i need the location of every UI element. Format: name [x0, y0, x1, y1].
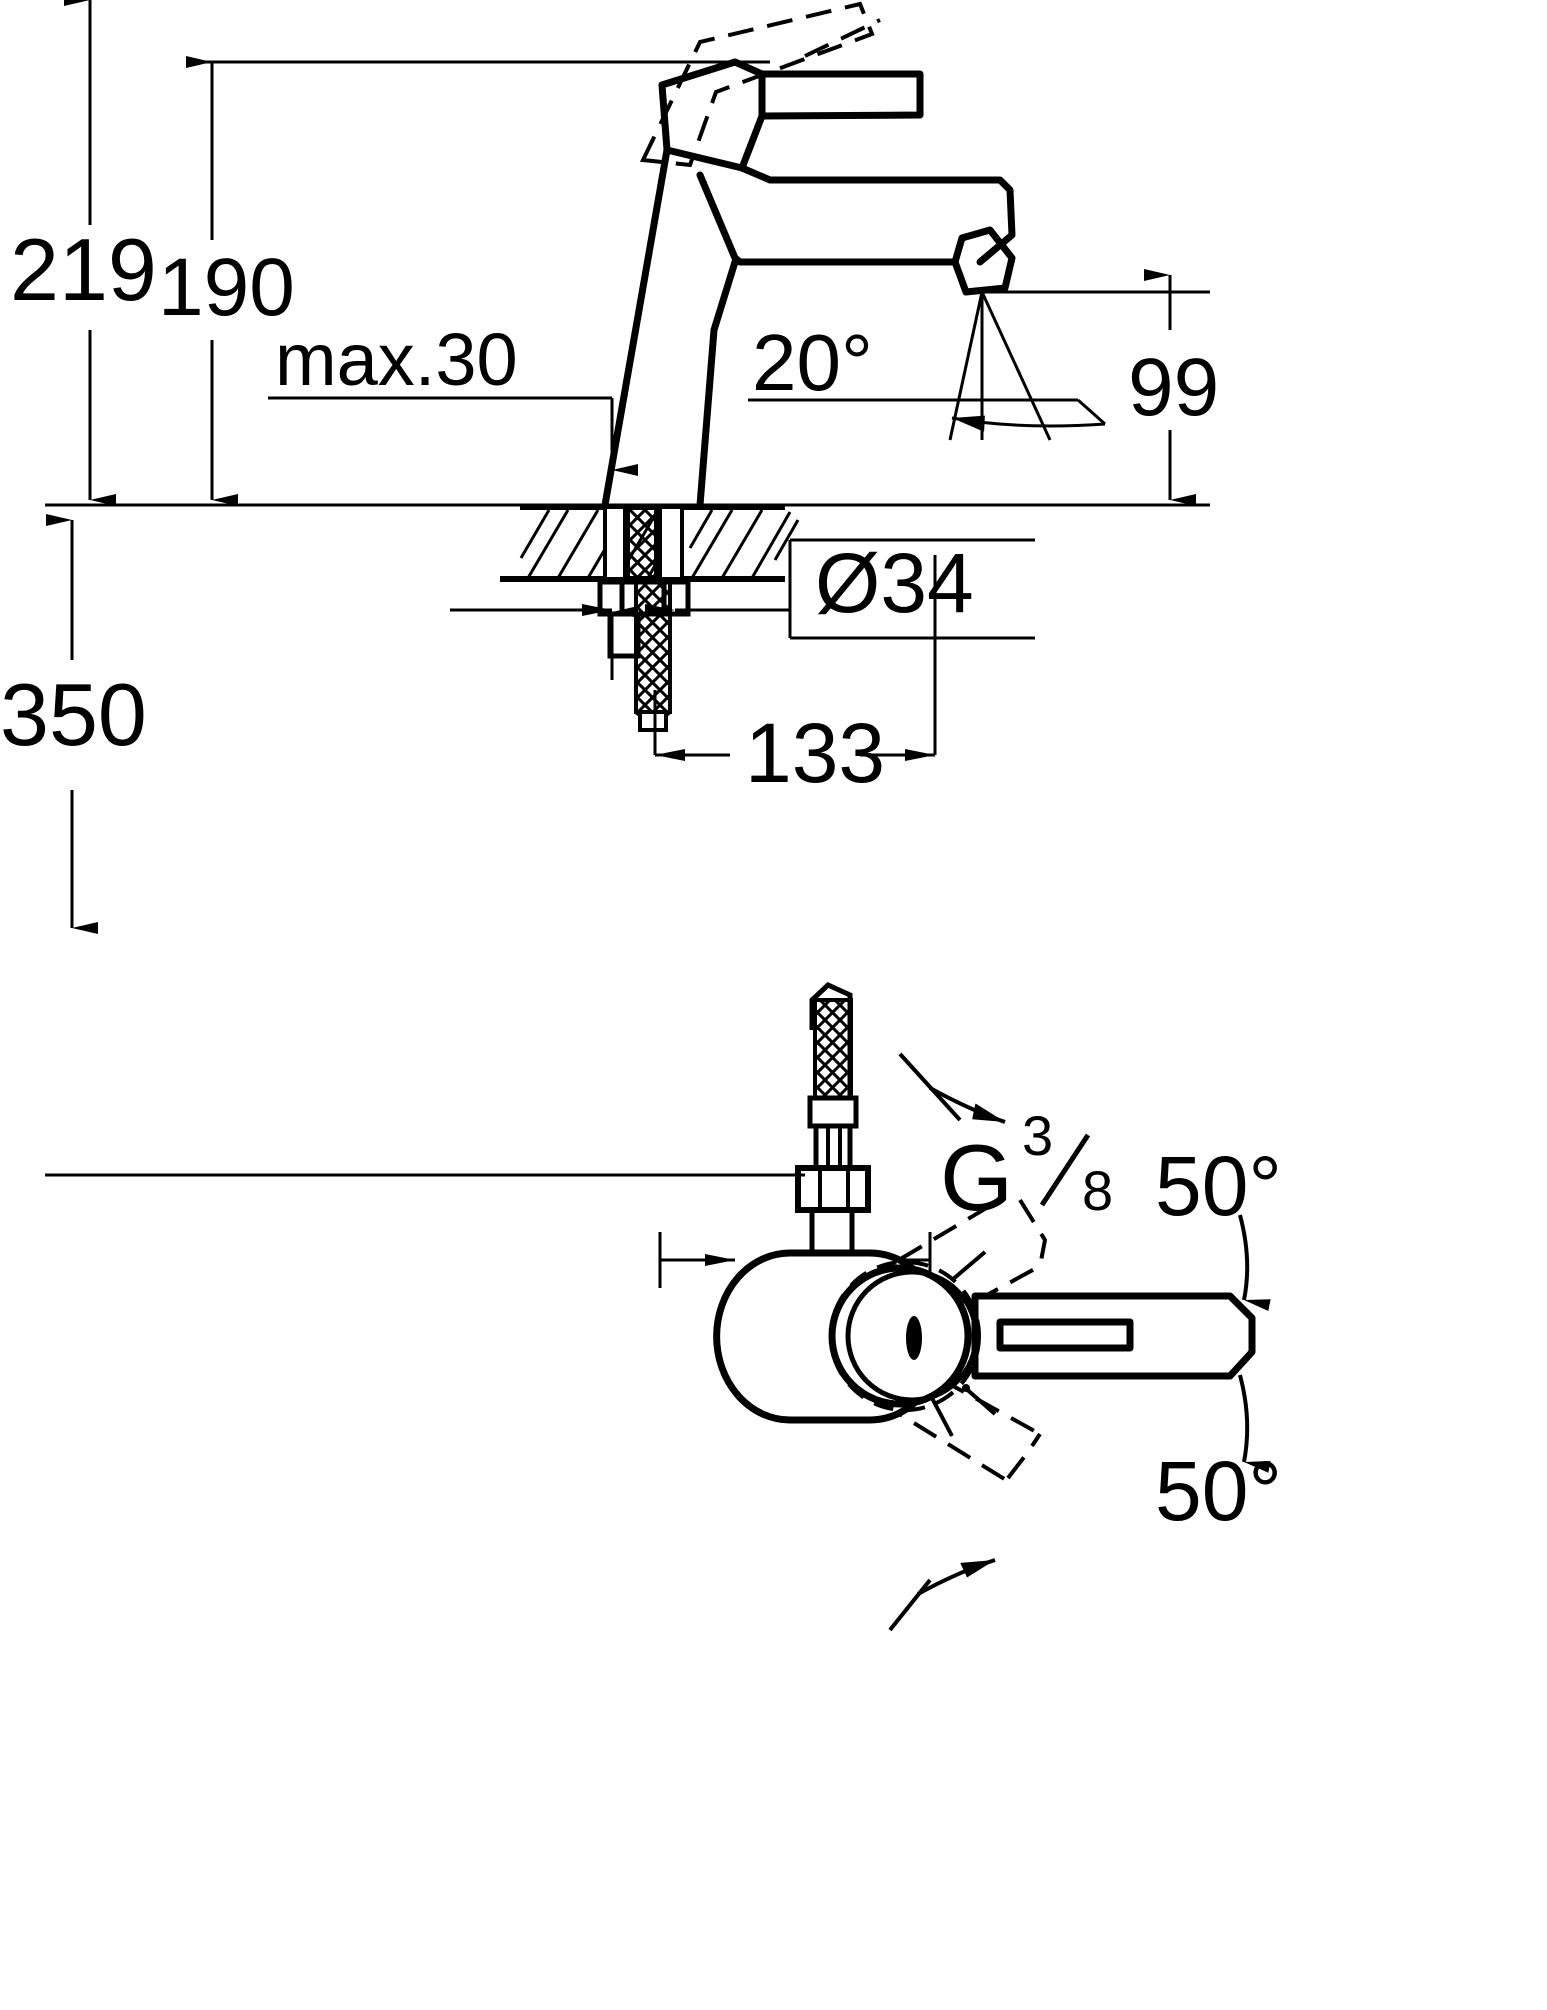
dimension-190-label: 190: [158, 242, 295, 333]
plan-lever-arm: [971, 1292, 1256, 1380]
dimension-dia34: Ø34: [450, 536, 1035, 640]
lever-handle: [658, 58, 924, 172]
dimension-219: 219: [10, 0, 157, 506]
dimension-g38-numerator: 3: [1022, 1104, 1053, 1167]
plan-screw-dot-top: [962, 1296, 970, 1304]
dimension-190: 190: [158, 56, 770, 506]
plan-cartridge-ghost-outline: [829, 1260, 981, 1412]
plan-cartridge-collar: [828, 1264, 979, 1408]
dimension-20-label: 20°: [752, 318, 873, 407]
faucet-body: [601, 146, 1016, 509]
dimension-max30: max.30: [268, 318, 638, 476]
plan-rotation-ticks: [930, 1250, 997, 1437]
spout-aerator: [951, 226, 1016, 296]
dimension-99: 99: [982, 269, 1219, 506]
dimension-50-upper: 50°: [898, 1052, 1282, 1311]
dimension-dia34-label: Ø34: [815, 536, 974, 630]
dimension-g38-denominator: 8: [1082, 1159, 1113, 1222]
dimension-99-label: 99: [1128, 342, 1219, 433]
supply-hose-lower: [795, 982, 871, 1320]
dimension-g38: G 3 8: [658, 1104, 1113, 1288]
dimension-50-lower: 50°: [888, 1374, 1282, 1632]
shank-extension: [607, 611, 641, 659]
dimension-133-label: 133: [745, 706, 885, 800]
lever-ghost-arm: [804, 18, 881, 58]
supply-hose-upper: [634, 580, 672, 732]
dimension-50-lower-label: 50°: [1155, 1444, 1282, 1538]
mounting-shank: [603, 505, 684, 581]
dimension-max30-label: max.30: [275, 318, 518, 401]
dimension-133: 133: [653, 555, 937, 800]
dimension-20-degrees: 20°: [748, 291, 1106, 441]
plan-view: 50° 50°: [713, 1052, 1282, 1632]
dimension-350: 350: [0, 514, 147, 934]
dimension-350-label: 350: [0, 665, 147, 764]
dimension-219-label: 219: [10, 220, 157, 319]
elevation-view: 219 190 max.30 20°: [0, 0, 1219, 1320]
lever-ghost-raised: [639, 1, 875, 168]
plan-spindle-slot: [906, 1316, 922, 1360]
dimension-50-upper-label: 50°: [1155, 1139, 1282, 1233]
